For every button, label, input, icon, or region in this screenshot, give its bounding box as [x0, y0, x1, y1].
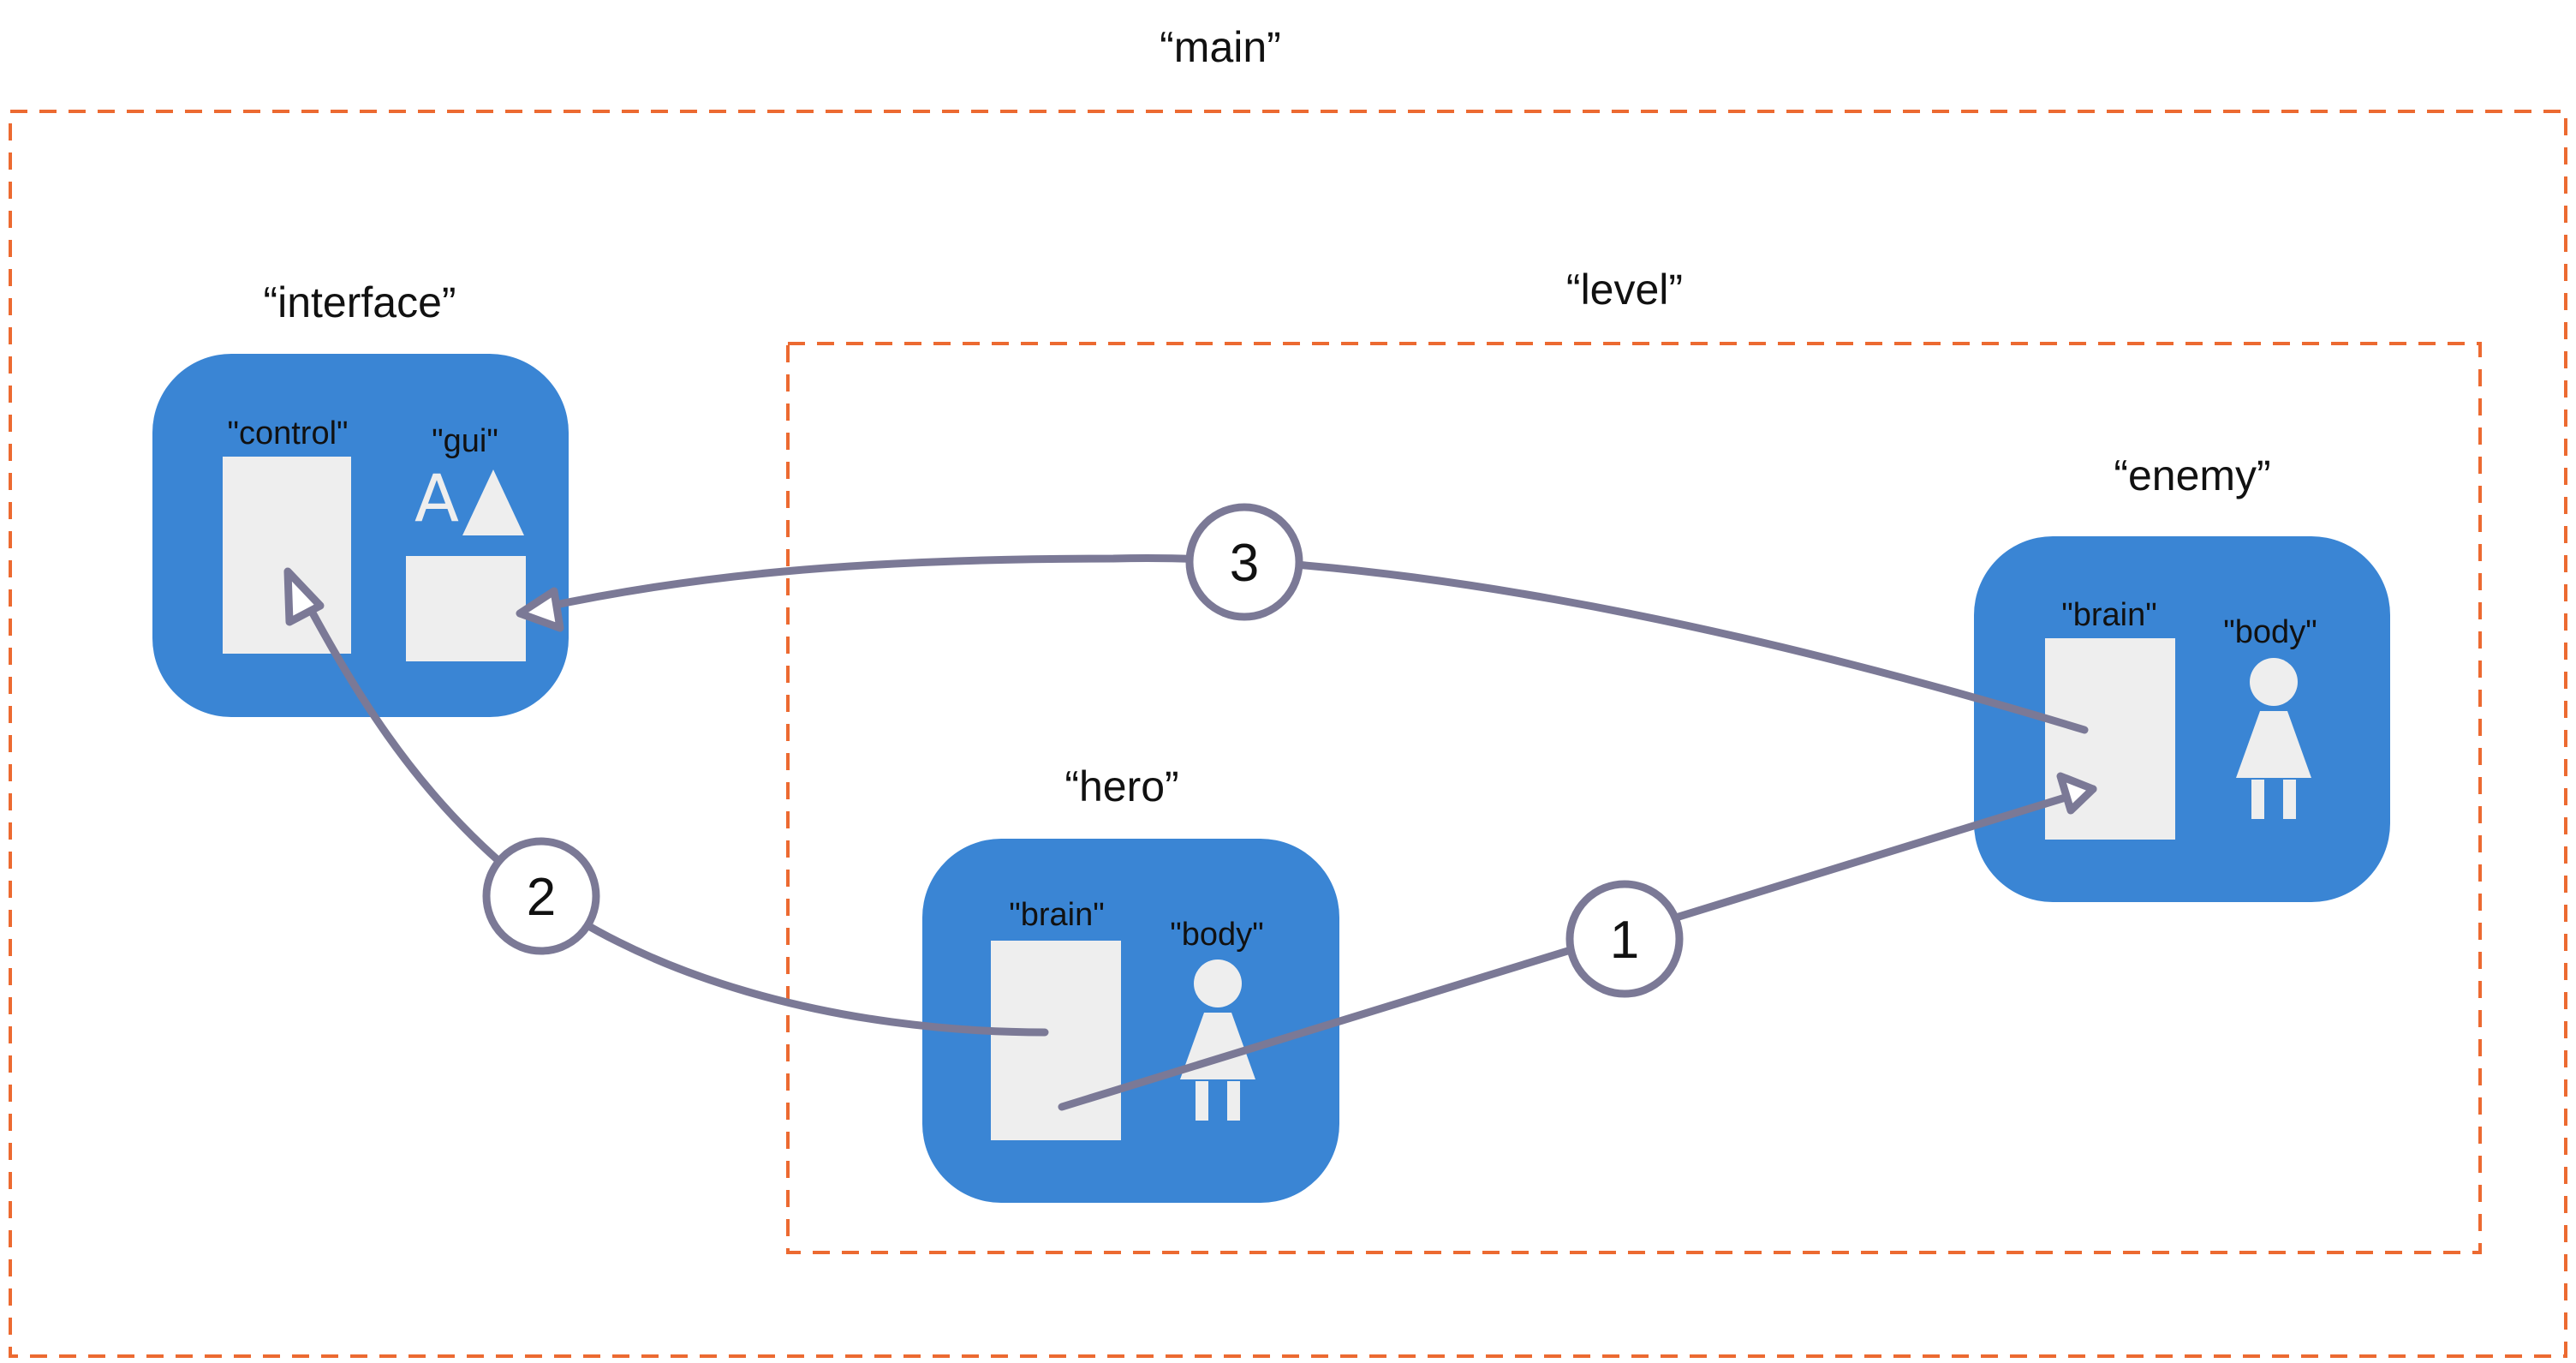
main-container-border — [9, 110, 2567, 1358]
hero-node[interactable]: "brain" "body" — [922, 839, 1339, 1203]
badge-2-number: 2 — [527, 868, 556, 927]
arrow-3-head — [516, 587, 564, 632]
arrow-1-head — [2056, 772, 2097, 815]
badge-1[interactable]: 1 — [1565, 880, 1684, 998]
badge-2[interactable]: 2 — [482, 837, 600, 955]
hero-brain-box[interactable] — [991, 941, 1121, 1140]
badge-3-number: 3 — [1230, 534, 1259, 593]
hero-node-body — [922, 839, 1339, 1203]
level-label: “level” — [1566, 266, 1683, 314]
badge-3[interactable]: 3 — [1185, 503, 1303, 621]
level-container-border — [786, 342, 2482, 1254]
arrow-2-head — [283, 567, 325, 626]
triangle-icon — [462, 469, 524, 535]
gui-label: "gui" — [432, 423, 498, 459]
badge-1-number: 1 — [1610, 911, 1639, 970]
control-label: "control" — [227, 415, 348, 451]
interface-node[interactable]: "control" "gui" A — [152, 354, 569, 717]
text-glyph-icon: A — [414, 460, 459, 536]
hero-body-label: "body" — [1170, 917, 1263, 953]
enemy-body-label: "body" — [2223, 614, 2317, 650]
enemy-brain-label: "brain" — [2061, 597, 2156, 633]
enemy-brain-box[interactable] — [2045, 638, 2175, 840]
hero-label: “hero” — [1064, 762, 1178, 810]
arrow-3-line — [523, 554, 2089, 734]
gui-box[interactable] — [406, 556, 526, 661]
hero-brain-label: "brain" — [1009, 897, 1104, 933]
main-label: “main” — [1160, 23, 1281, 71]
enemy-label: “enemy” — [2114, 451, 2270, 499]
interface-label: “interface” — [263, 278, 456, 326]
